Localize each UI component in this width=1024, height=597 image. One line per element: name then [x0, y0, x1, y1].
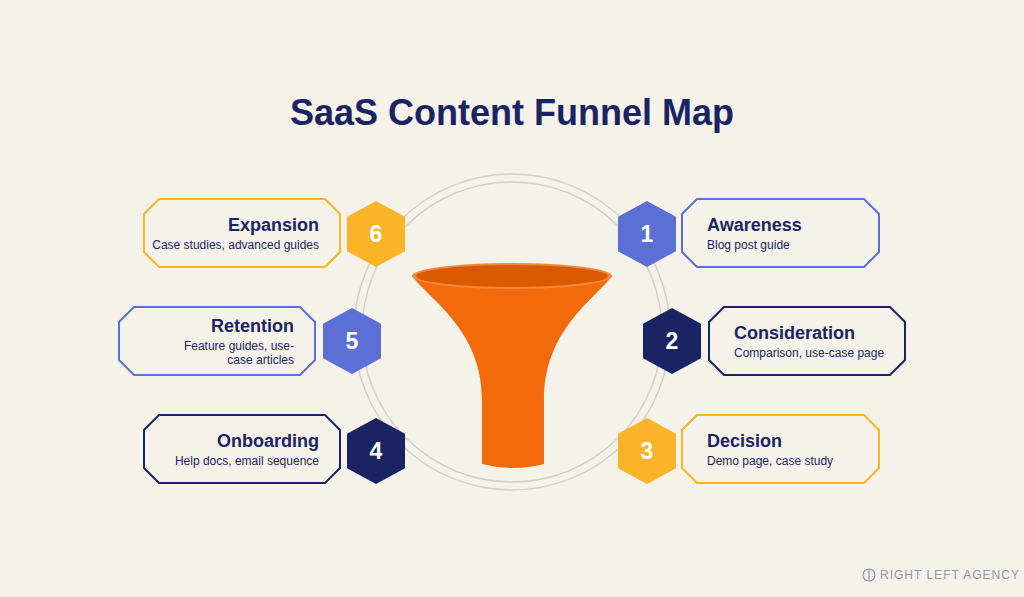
stage-box: ConsiderationComparison, use-case page: [708, 306, 906, 376]
stage-description: Feature guides, use-case articles: [176, 339, 294, 367]
octagon-border: [144, 199, 340, 267]
hexagon-fill: [618, 201, 676, 267]
step-number: 2: [666, 328, 679, 354]
stage-box: RetentionFeature guides, use-case articl…: [118, 306, 316, 376]
stage-heading: Expansion: [228, 214, 319, 236]
stage-box: OnboardingHelp docs, email sequence: [143, 414, 341, 484]
stage-heading: Retention: [211, 315, 294, 337]
step-number: 6: [370, 221, 383, 247]
stage-description: Help docs, email sequence: [175, 454, 319, 468]
step-hexagon: 3: [618, 418, 676, 484]
step-hexagon: 1: [618, 201, 676, 267]
hexagon-fill: [347, 201, 405, 267]
hexagon-fill: [323, 308, 381, 374]
stage-heading: Decision: [707, 430, 782, 452]
stage-description: Blog post guide: [707, 238, 790, 252]
stage-heading: Awareness: [707, 214, 802, 236]
stage-description: Demo page, case study: [707, 454, 833, 468]
octagon-border: [682, 199, 879, 267]
step-number: 1: [641, 221, 654, 247]
octagon-border: [682, 415, 879, 483]
funnel-body: [412, 276, 612, 468]
funnel-top: [416, 265, 608, 287]
step-hexagon: 6: [347, 201, 405, 267]
diagram-title: SaaS Content Funnel Map: [0, 90, 1024, 136]
stage-description: Case studies, advanced guides: [152, 238, 319, 252]
watermark: RIGHT LEFT AGENCY: [880, 568, 1020, 582]
funnel-rim: [412, 263, 612, 289]
step-hexagon: 2: [643, 308, 701, 374]
step-hexagon: 4: [347, 418, 405, 484]
step-hexagon: 5: [323, 308, 381, 374]
agency-logo: [863, 569, 875, 581]
step-number: 5: [346, 328, 359, 354]
stage-heading: Consideration: [734, 322, 855, 344]
step-number: 4: [370, 438, 383, 464]
stage-box: ExpansionCase studies, advanced guides: [143, 198, 341, 268]
stage-description: Comparison, use-case page: [734, 346, 884, 360]
hexagon-fill: [643, 308, 701, 374]
step-number: 3: [641, 438, 654, 464]
octagon-border: [709, 307, 905, 375]
hexagon-fill: [618, 418, 676, 484]
hexagon-fill: [347, 418, 405, 484]
inner-ring: [362, 182, 662, 482]
stage-box: DecisionDemo page, case study: [681, 414, 880, 484]
octagon-border: [144, 415, 340, 483]
stage-heading: Onboarding: [217, 430, 319, 452]
stage-box: AwarenessBlog post guide: [681, 198, 880, 268]
octagon-border: [119, 307, 315, 375]
